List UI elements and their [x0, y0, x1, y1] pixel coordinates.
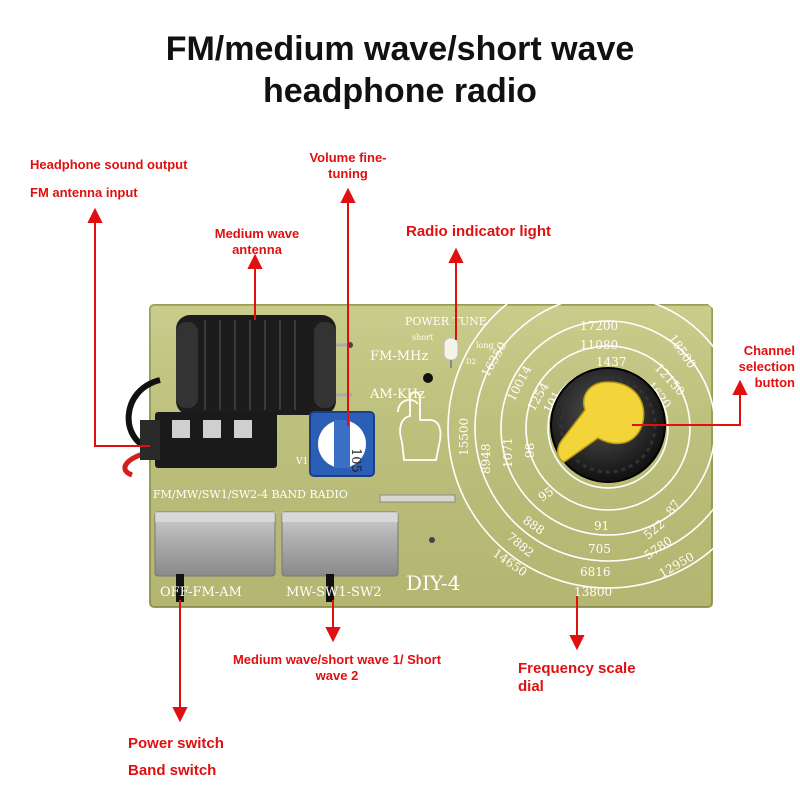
- screw-hole: [423, 373, 433, 383]
- dial-ring3-0: 8948: [479, 443, 493, 474]
- dial-inner-0: 98: [523, 443, 537, 458]
- dial-ring2-0: 11080: [580, 338, 618, 352]
- dial-outer-0: 15500: [457, 418, 471, 456]
- off-fm-am-label: OFF-FM-AM: [160, 585, 242, 600]
- power-switch-label: Power switch: [128, 735, 224, 752]
- mw-sw-switch: [281, 511, 399, 602]
- channel-knob: [550, 367, 666, 483]
- dial-ring3-5: 705: [588, 542, 611, 556]
- fm-antenna-label: FM antenna input: [30, 185, 138, 200]
- fm-mhz-label: FM-MHz: [370, 349, 428, 364]
- mw-sw-label: Medium wave/short wave 1/ Short wave 2: [232, 652, 442, 683]
- svg-text:105: 105: [348, 448, 363, 473]
- band-switch-label: Band switch: [128, 762, 217, 779]
- dial-ring4-3: 91: [594, 519, 609, 533]
- page-title-line-2: headphone radio: [263, 72, 537, 110]
- dial-outer-2: 17200: [580, 319, 618, 333]
- frequency-dial-label: Frequency scale dial: [518, 660, 636, 695]
- dial-ring2-3: 6816: [580, 565, 611, 579]
- headphone-jack: [140, 412, 277, 468]
- dial-ring3-2: 1437: [596, 355, 627, 369]
- radio-indicator-led: [443, 337, 459, 368]
- model-label: DIY-4: [406, 571, 460, 595]
- dial-pointer: [379, 494, 456, 503]
- mw-sw1-sw2-label: MW-SW1-SW2: [286, 585, 382, 600]
- touch-hand-icon: [397, 391, 442, 461]
- indicator-label: Radio indicator light: [406, 223, 551, 240]
- band-radio-label: FM/MW/SW1/SW2-4 BAND RADIO: [153, 488, 348, 501]
- mw-antenna-label: Medium wave antenna: [214, 226, 300, 257]
- am-khz-label: AM-KHz: [369, 387, 425, 402]
- dial-outer-5: 13800: [574, 585, 612, 599]
- v1-label: V1: [295, 457, 308, 467]
- volume-label: Volume fine-tuning: [309, 150, 387, 181]
- short-label: short: [412, 333, 434, 342]
- frequency-scale-dial: [447, 267, 769, 589]
- headphone-output-label: Headphone sound output: [30, 157, 188, 172]
- page-title-line-1: FM/medium wave/short wave: [165, 30, 635, 68]
- callout-lines: [87, 187, 748, 723]
- medium-wave-antenna-coil: [176, 315, 352, 415]
- power-tune-label: POWER TUNE: [405, 315, 487, 328]
- d2-label: D2: [466, 358, 476, 366]
- long-label: long: [476, 341, 494, 350]
- power-band-switch: [154, 511, 276, 602]
- channel-label: Channel selection button: [738, 343, 795, 390]
- volume-potentiometer: 105: [309, 411, 375, 477]
- dial-ring4-0: 1071: [501, 437, 515, 468]
